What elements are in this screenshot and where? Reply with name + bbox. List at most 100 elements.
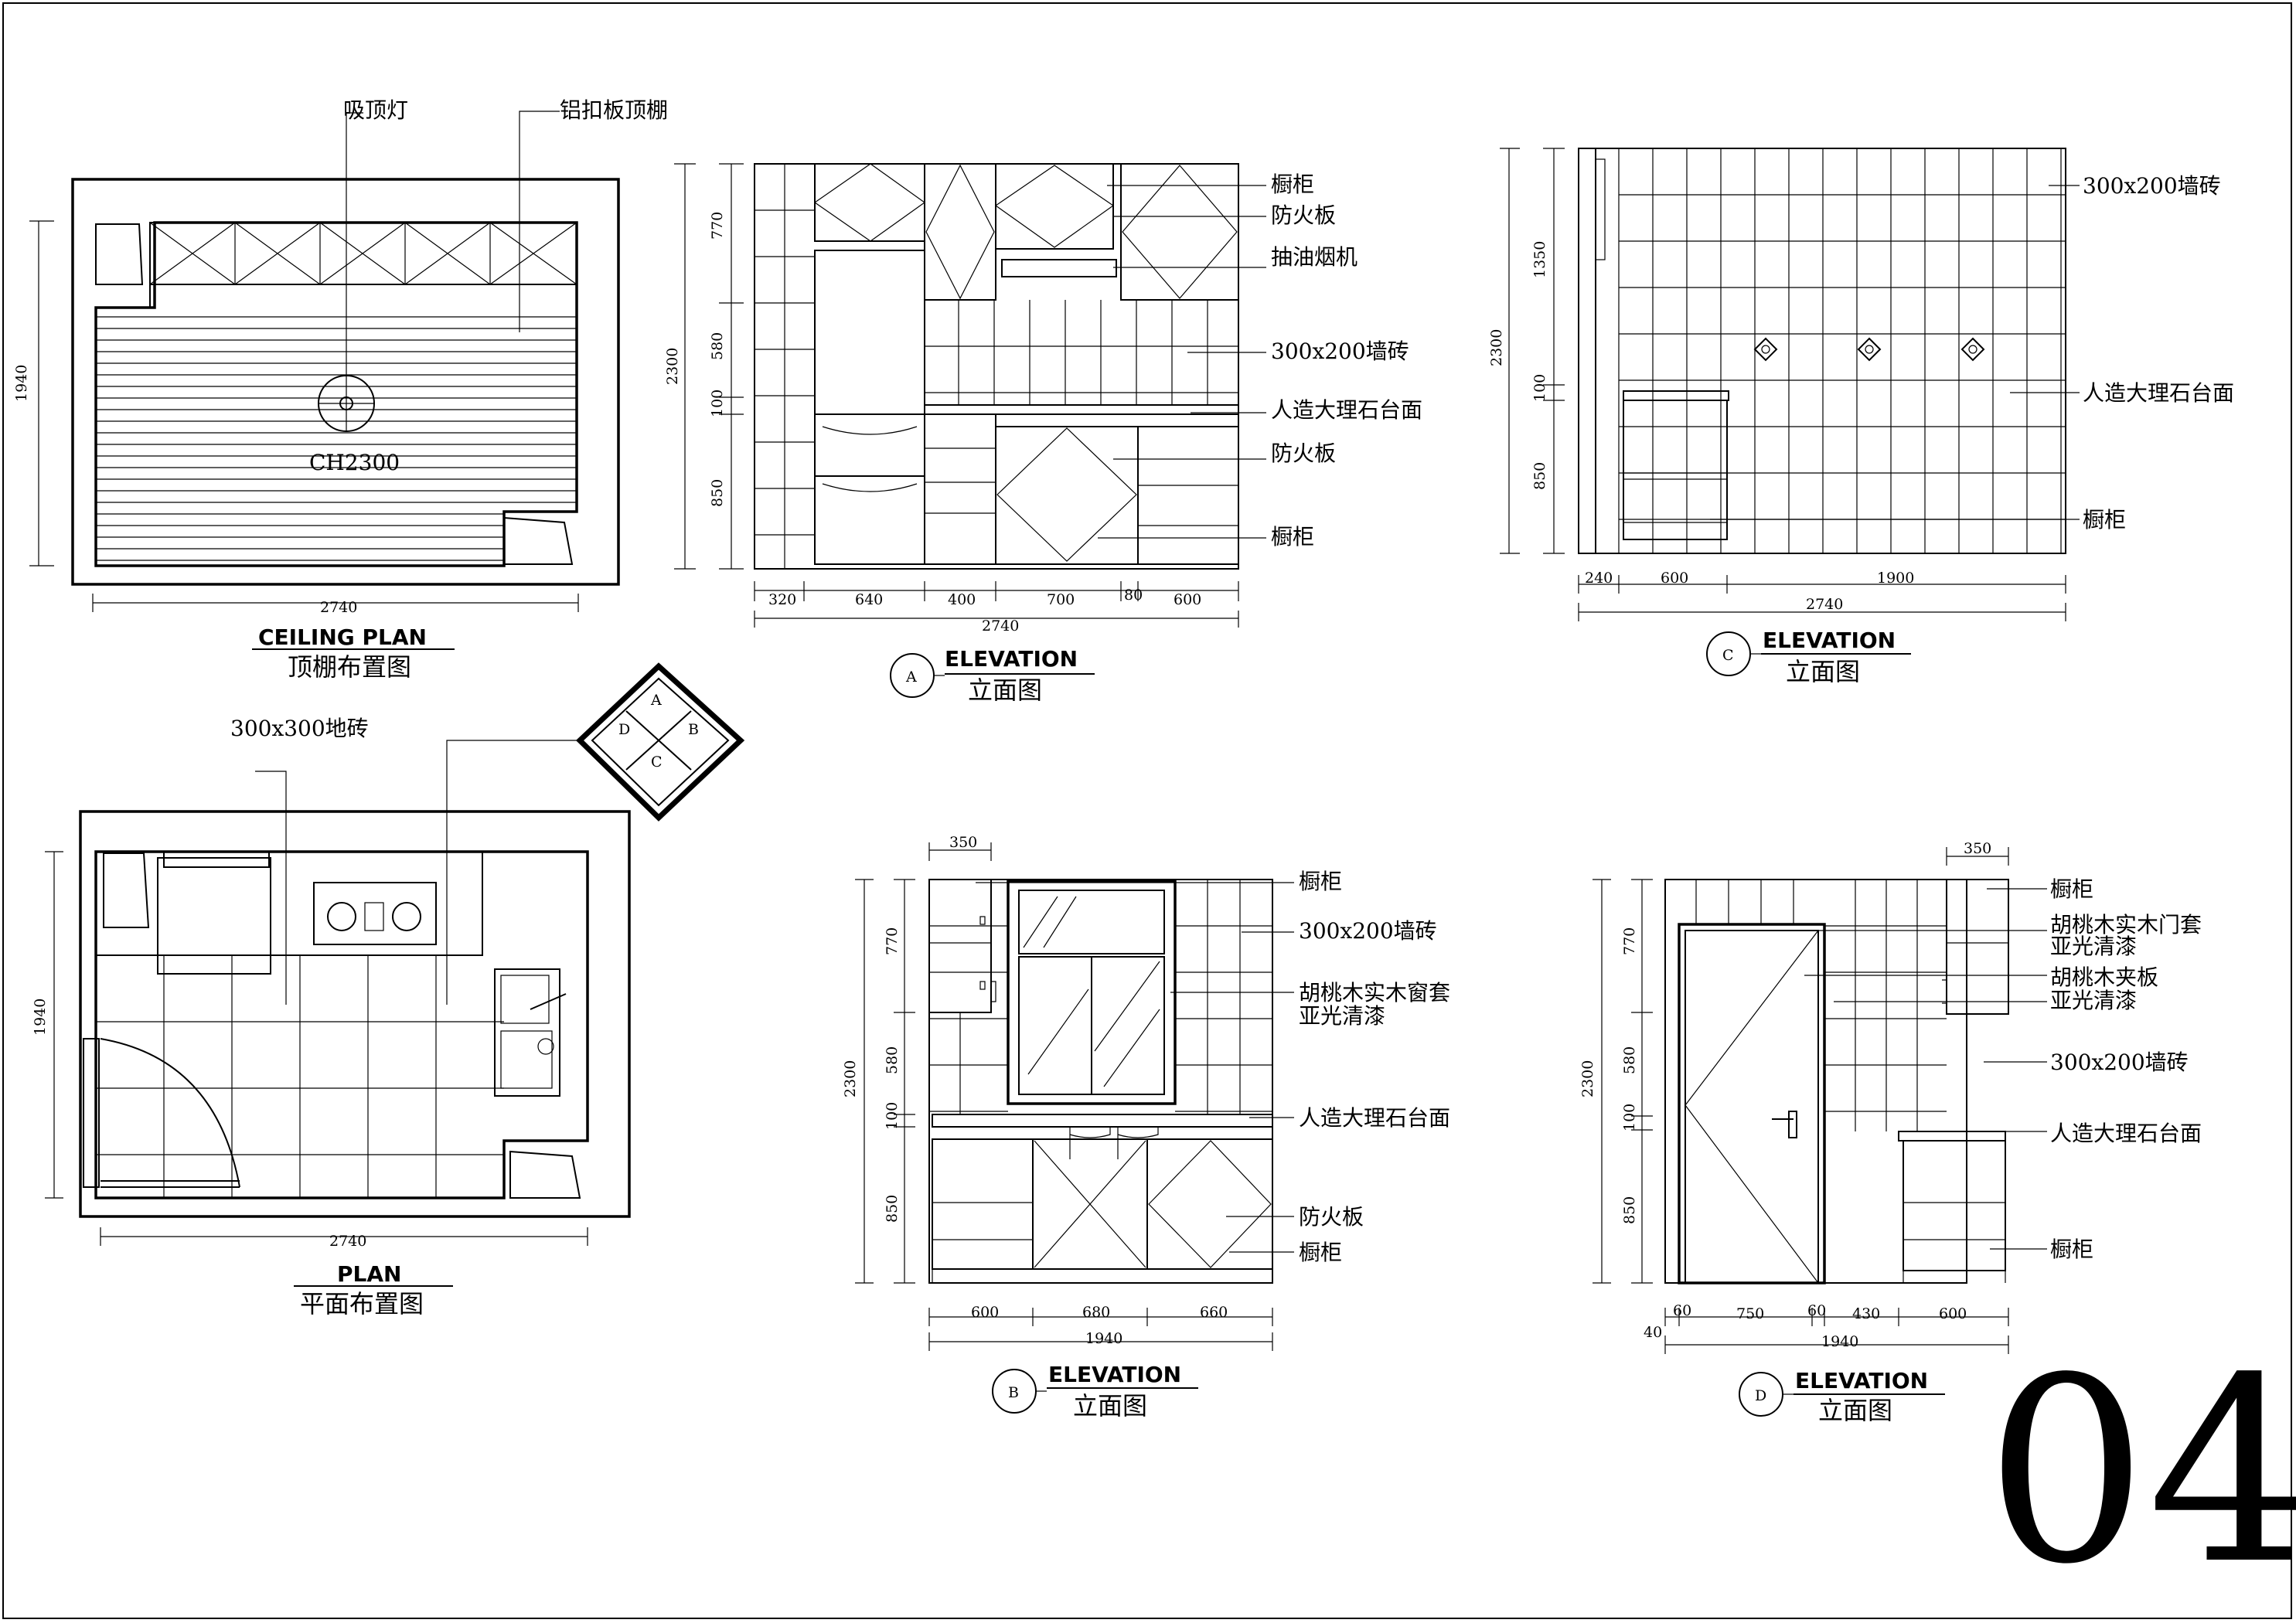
top-dim: 350 — [1964, 840, 1991, 857]
title-en: ELEVATION — [1048, 1362, 1181, 1387]
vdim-4: 850 — [1621, 1196, 1638, 1224]
label-fireproof-board: 防火板 — [1271, 202, 1336, 228]
label-aluminum-ceiling: 铝扣板顶棚 — [560, 97, 668, 123]
hdim-1: 320 — [768, 591, 796, 608]
htotal: 1940 — [1085, 1330, 1122, 1347]
vdim-2: 580 — [709, 332, 726, 360]
title-cn: 平面布置图 — [300, 1289, 424, 1318]
title-cn: 顶棚布置图 — [288, 652, 411, 682]
label-fireproof-board: 防火板 — [1299, 1204, 1364, 1230]
elevation-d: 橱柜 胡桃木实木门套 亚光清漆 胡桃木夹板 亚光清漆 300x200墙砖 人造大… — [1579, 840, 2202, 1425]
hdim-3: 60 — [1807, 1302, 1826, 1319]
hdim-3: 660 — [1200, 1304, 1228, 1321]
label-cabinet: 橱柜 — [1271, 172, 1314, 197]
dim-width: 2740 — [329, 1233, 366, 1250]
label-cabinet: 橱柜 — [1299, 869, 1342, 894]
label-cabinet: 橱柜 — [2083, 507, 2126, 532]
vdim-3: 100 — [709, 390, 726, 417]
hdim-4: 430 — [1852, 1305, 1880, 1322]
left-dim: 40 — [1644, 1324, 1662, 1341]
compass-c: C — [651, 754, 663, 771]
label-countertop: 人造大理石台面 — [2050, 1121, 2202, 1146]
hdim-5: 80 — [1124, 587, 1143, 604]
title-en: ELEVATION — [945, 646, 1078, 672]
label-window-casing: 胡桃木实木窗套 — [1299, 980, 1450, 1005]
ceiling-plan: 吸顶灯 铝扣板顶棚 CH2300 1940 2740 CEILING PLAN … — [13, 97, 668, 682]
htotal: 2740 — [982, 618, 1019, 635]
hdim-4: 700 — [1047, 591, 1075, 608]
label-countertop: 人造大理石台面 — [2083, 380, 2234, 406]
vdim-1: 1350 — [1531, 241, 1548, 278]
hdim-3: 400 — [948, 591, 976, 608]
top-dim: 350 — [949, 834, 977, 851]
vtotal: 2300 — [664, 348, 681, 385]
label-countertop: 人造大理石台面 — [1299, 1105, 1450, 1131]
floor-plan: 300x300地砖 1940 2740 PLAN 平面布置图 A B C D — [32, 662, 745, 1318]
label-cabinet-2: 橱柜 — [2050, 1237, 2093, 1262]
hdim-2: 640 — [855, 591, 883, 608]
title-cn: 立面图 — [968, 675, 1042, 705]
elevation-a: 橱柜 防火板 抽油烟机 300x200墙砖 人造大理石台面 防火板 橱柜 770… — [664, 163, 1422, 705]
label-walnut-plywood: 胡桃木夹板 — [2050, 965, 2158, 990]
label-countertop: 人造大理石台面 — [1271, 397, 1422, 423]
label-cabinet-2: 橱柜 — [1271, 524, 1314, 550]
dim-height: 1940 — [13, 365, 30, 402]
title-cn: 立面图 — [1786, 657, 1860, 686]
label-wall-tile: 300x200墙砖 — [1271, 339, 1409, 364]
label-wall-tile: 300x200墙砖 — [2083, 173, 2221, 199]
tag: D — [1755, 1387, 1766, 1404]
floor-label: 300x300地砖 — [230, 716, 369, 741]
title-cn: 立面图 — [1818, 1396, 1892, 1425]
label-wall-tile: 300x200墙砖 — [1299, 918, 1437, 944]
hdim-3: 1900 — [1877, 570, 1914, 587]
hdim-1: 60 — [1673, 1302, 1691, 1319]
vdim-4: 850 — [709, 479, 726, 507]
title-cn: 立面图 — [1073, 1391, 1147, 1421]
label-matte-varnish: 亚光清漆 — [2050, 934, 2137, 959]
label-door-casing: 胡桃木实木门套 — [2050, 912, 2202, 937]
height-mark: CH2300 — [309, 450, 400, 475]
label-cabinet-2: 橱柜 — [1299, 1240, 1342, 1265]
tag: C — [1722, 647, 1734, 664]
title-en: PLAN — [337, 1261, 401, 1287]
label-fireproof-board-2: 防火板 — [1271, 441, 1336, 466]
elevation-b: 橱柜 300x200墙砖 胡桃木实木窗套 亚光清漆 人造大理石台面 防火板 橱柜… — [842, 834, 1450, 1421]
vtotal: 2300 — [842, 1060, 859, 1097]
vdim-4: 850 — [884, 1195, 901, 1223]
title-en: CEILING PLAN — [258, 624, 427, 650]
hdim-1: 240 — [1585, 570, 1613, 587]
vdim-1: 770 — [1621, 927, 1638, 955]
hdim-2: 600 — [1661, 570, 1688, 587]
hdim-5: 600 — [1939, 1305, 1967, 1322]
vtotal: 2300 — [1488, 329, 1505, 366]
tag: A — [905, 669, 917, 686]
compass-b: B — [688, 721, 699, 738]
dim-width: 2740 — [320, 599, 357, 616]
hdim-1: 600 — [971, 1304, 999, 1321]
compass-a: A — [650, 692, 662, 709]
sheet-number: 04 — [1985, 1323, 2296, 1620]
htotal: 1940 — [1821, 1333, 1858, 1350]
tag: B — [1008, 1384, 1019, 1401]
vdim-3: 850 — [1531, 462, 1548, 490]
elevation-key-compass: A B C D — [575, 662, 745, 822]
dim-height: 1940 — [32, 999, 49, 1036]
label-wall-tile: 300x200墙砖 — [2050, 1050, 2189, 1075]
hdim-6: 600 — [1174, 591, 1201, 608]
htotal: 2740 — [1806, 596, 1843, 613]
title-en: ELEVATION — [1763, 628, 1896, 653]
vdim-1: 770 — [884, 927, 901, 955]
vdim-1: 770 — [709, 212, 726, 240]
label-matte-varnish: 亚光清漆 — [1299, 1003, 1385, 1029]
vtotal: 2300 — [1579, 1060, 1596, 1097]
vdim-3: 100 — [884, 1102, 901, 1130]
label-matte-varnish-2: 亚光清漆 — [2050, 988, 2137, 1013]
label-ceiling-light: 吸顶灯 — [343, 97, 408, 123]
compass-d: D — [618, 721, 630, 738]
hdim-2: 750 — [1736, 1305, 1764, 1322]
hdim-2: 680 — [1082, 1304, 1110, 1321]
label-cabinet: 橱柜 — [2050, 876, 2093, 902]
elevation-c: 300x200墙砖 人造大理石台面 橱柜 1350 100 850 2300 2… — [1488, 148, 2234, 686]
